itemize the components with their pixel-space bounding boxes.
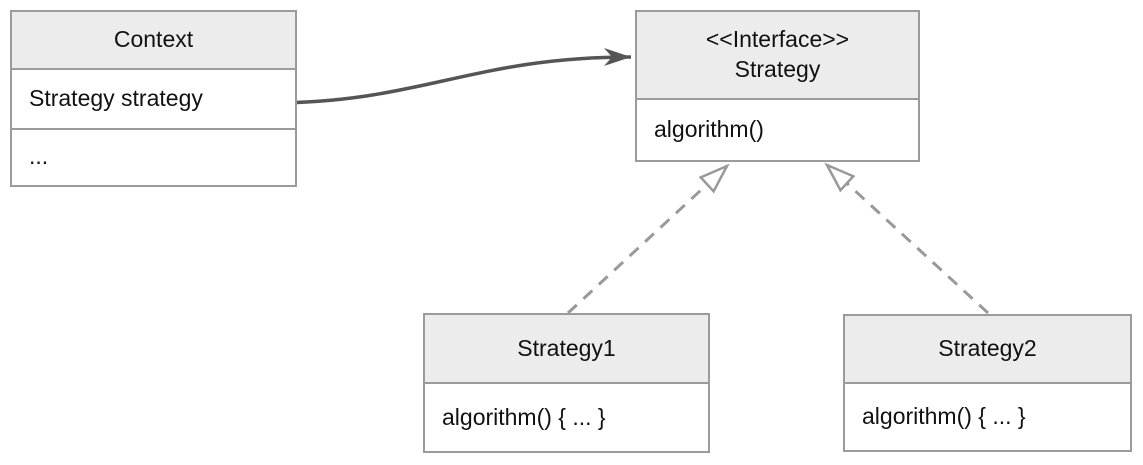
class-name: Strategy1: [517, 334, 616, 361]
association-arrow: [269, 48, 632, 105]
class-strategy1: Strategy1 algorithm() { ... }: [423, 313, 710, 453]
class-strategy-interface: <<Interface>> Strategy algorithm(): [635, 10, 920, 162]
class-strategy-interface-title: <<Interface>> Strategy: [637, 12, 918, 100]
realization-arrow-strategy1: [566, 163, 730, 315]
stereotype-label: <<Interface>>: [705, 26, 850, 53]
method-label: algorithm() { ... }: [862, 403, 1026, 430]
method-label: algorithm() { ... }: [442, 403, 606, 430]
class-strategy2-title: Strategy2: [845, 316, 1130, 384]
class-name: Strategy: [734, 56, 821, 82]
class-context-more-row: ...: [12, 130, 295, 183]
class-strategy1-title: Strategy1: [425, 315, 708, 384]
class-strategy2-method-row: algorithm() { ... }: [845, 384, 1130, 450]
class-context-title: Context: [12, 12, 295, 70]
class-name: Strategy2: [938, 335, 1037, 362]
ellipsis-label: ...: [29, 142, 49, 169]
method-label: algorithm(): [654, 116, 764, 143]
class-strategy-interface-method-row: algorithm(): [637, 100, 918, 160]
class-context: Context Strategy strategy ...: [10, 10, 297, 187]
realization-arrow-strategy2: [824, 162, 990, 315]
attribute-label: Strategy strategy: [29, 85, 203, 112]
class-context-attribute-row: Strategy strategy: [12, 70, 295, 130]
class-name: Context: [113, 26, 194, 53]
class-strategy1-method-row: algorithm() { ... }: [425, 384, 708, 451]
class-strategy2: Strategy2 algorithm() { ... }: [843, 314, 1132, 452]
